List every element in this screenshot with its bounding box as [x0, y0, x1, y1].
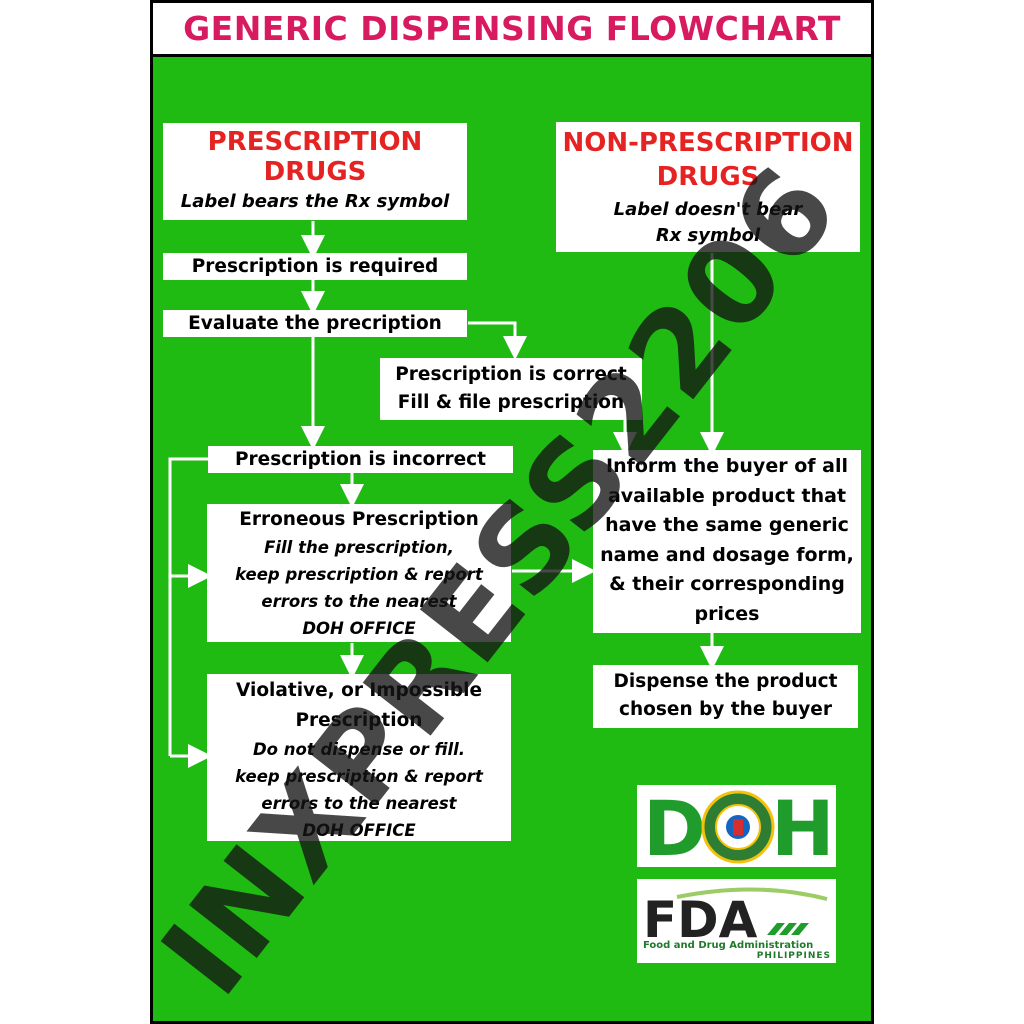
- inform-line: prices: [694, 602, 760, 625]
- page-title: GENERIC DISPENSING FLOWCHART: [183, 9, 841, 48]
- prescription-required-label: Prescription is required: [191, 256, 439, 277]
- doh-logo-graphic: D H: [643, 784, 835, 873]
- erroneous-line: keep prescription & report: [235, 565, 483, 584]
- violative-title-line2: Prescription: [295, 710, 423, 731]
- dispense-line2: chosen by the buyer: [619, 699, 832, 720]
- correct-line2: Fill & file prescription: [397, 392, 625, 413]
- inform-line: & their corresponding: [609, 573, 845, 595]
- prescription-correct-box: Prescription is correct Fill & file pres…: [380, 358, 642, 420]
- incorrect-label: Prescription is incorrect: [234, 449, 486, 470]
- svg-text:PHILIPPINES: PHILIPPINES: [757, 951, 831, 961]
- erroneous-line: errors to the nearest: [261, 592, 457, 611]
- nonrx-sub-line2: Rx symbol: [655, 225, 761, 246]
- prescription-drugs-box: PRESCRIPTION DRUGS Label bears the Rx sy…: [163, 123, 467, 220]
- prescription-required-box: Prescription is required: [163, 253, 467, 280]
- erroneous-prescription-box: Erroneous Prescription Fill the prescrip…: [207, 504, 511, 642]
- violative-prescription-box: Violative, or Impossible Prescription Do…: [207, 674, 511, 841]
- violative-line: DOH OFFICE: [302, 821, 416, 840]
- inform-line: name and dosage form,: [600, 543, 854, 566]
- svg-text:H: H: [771, 785, 835, 867]
- doh-logo: D H: [637, 784, 836, 873]
- erroneous-line: Fill the prescription,: [264, 538, 454, 557]
- evaluate-label: Evaluate the precription: [188, 313, 442, 334]
- dispense-line1: Dispense the product: [613, 671, 838, 692]
- inform-line: have the same generic: [605, 514, 849, 536]
- violative-line: errors to the nearest: [261, 794, 457, 813]
- evaluate-box: Evaluate the precription: [163, 310, 467, 337]
- fda-logo: FDA Food and Drug Administration PHILIPP…: [637, 879, 836, 963]
- erroneous-line: DOH OFFICE: [302, 619, 416, 638]
- fda-logo-graphic: FDA Food and Drug Administration PHILIPP…: [643, 887, 831, 961]
- bracket-incorrect-left: [168, 457, 208, 756]
- violative-title-line1: Violative, or Impossible: [235, 680, 482, 701]
- nonrx-heading-line2: DRUGS: [656, 162, 760, 192]
- svg-text:FDA: FDA: [643, 891, 758, 949]
- prescription-sub: Label bears the Rx symbol: [180, 191, 450, 212]
- nonrx-sub-line1: Label doesn't bear: [613, 199, 803, 220]
- svg-text:Food and Drug Administration: Food and Drug Administration: [643, 940, 813, 951]
- violative-line: Do not dispense or fill.: [252, 740, 466, 759]
- erroneous-title: Erroneous Prescription: [239, 509, 479, 530]
- correct-line1: Prescription is correct: [395, 364, 627, 385]
- prescription-incorrect-box: Prescription is incorrect: [208, 446, 513, 473]
- title-bar: GENERIC DISPENSING FLOWCHART: [153, 3, 871, 57]
- inform-buyer-box: Inform the buyer of all available produc…: [593, 450, 861, 633]
- arrow-evaluate-to-correct: [468, 321, 527, 360]
- inform-line: Inform the buyer of all: [606, 455, 848, 477]
- inform-line: available product that: [607, 484, 847, 507]
- prescription-heading-line1: PRESCRIPTION: [207, 127, 423, 157]
- nonrx-heading-line1: NON-PRESCRIPTION: [562, 128, 854, 158]
- dispense-box: Dispense the product chosen by the buyer: [593, 665, 858, 728]
- prescription-heading-line2: DRUGS: [263, 157, 367, 187]
- non-prescription-drugs-box: NON-PRESCRIPTION DRUGS Label doesn't bea…: [556, 122, 860, 252]
- svg-text:D: D: [643, 785, 706, 867]
- violative-line: keep prescription & report: [235, 767, 483, 786]
